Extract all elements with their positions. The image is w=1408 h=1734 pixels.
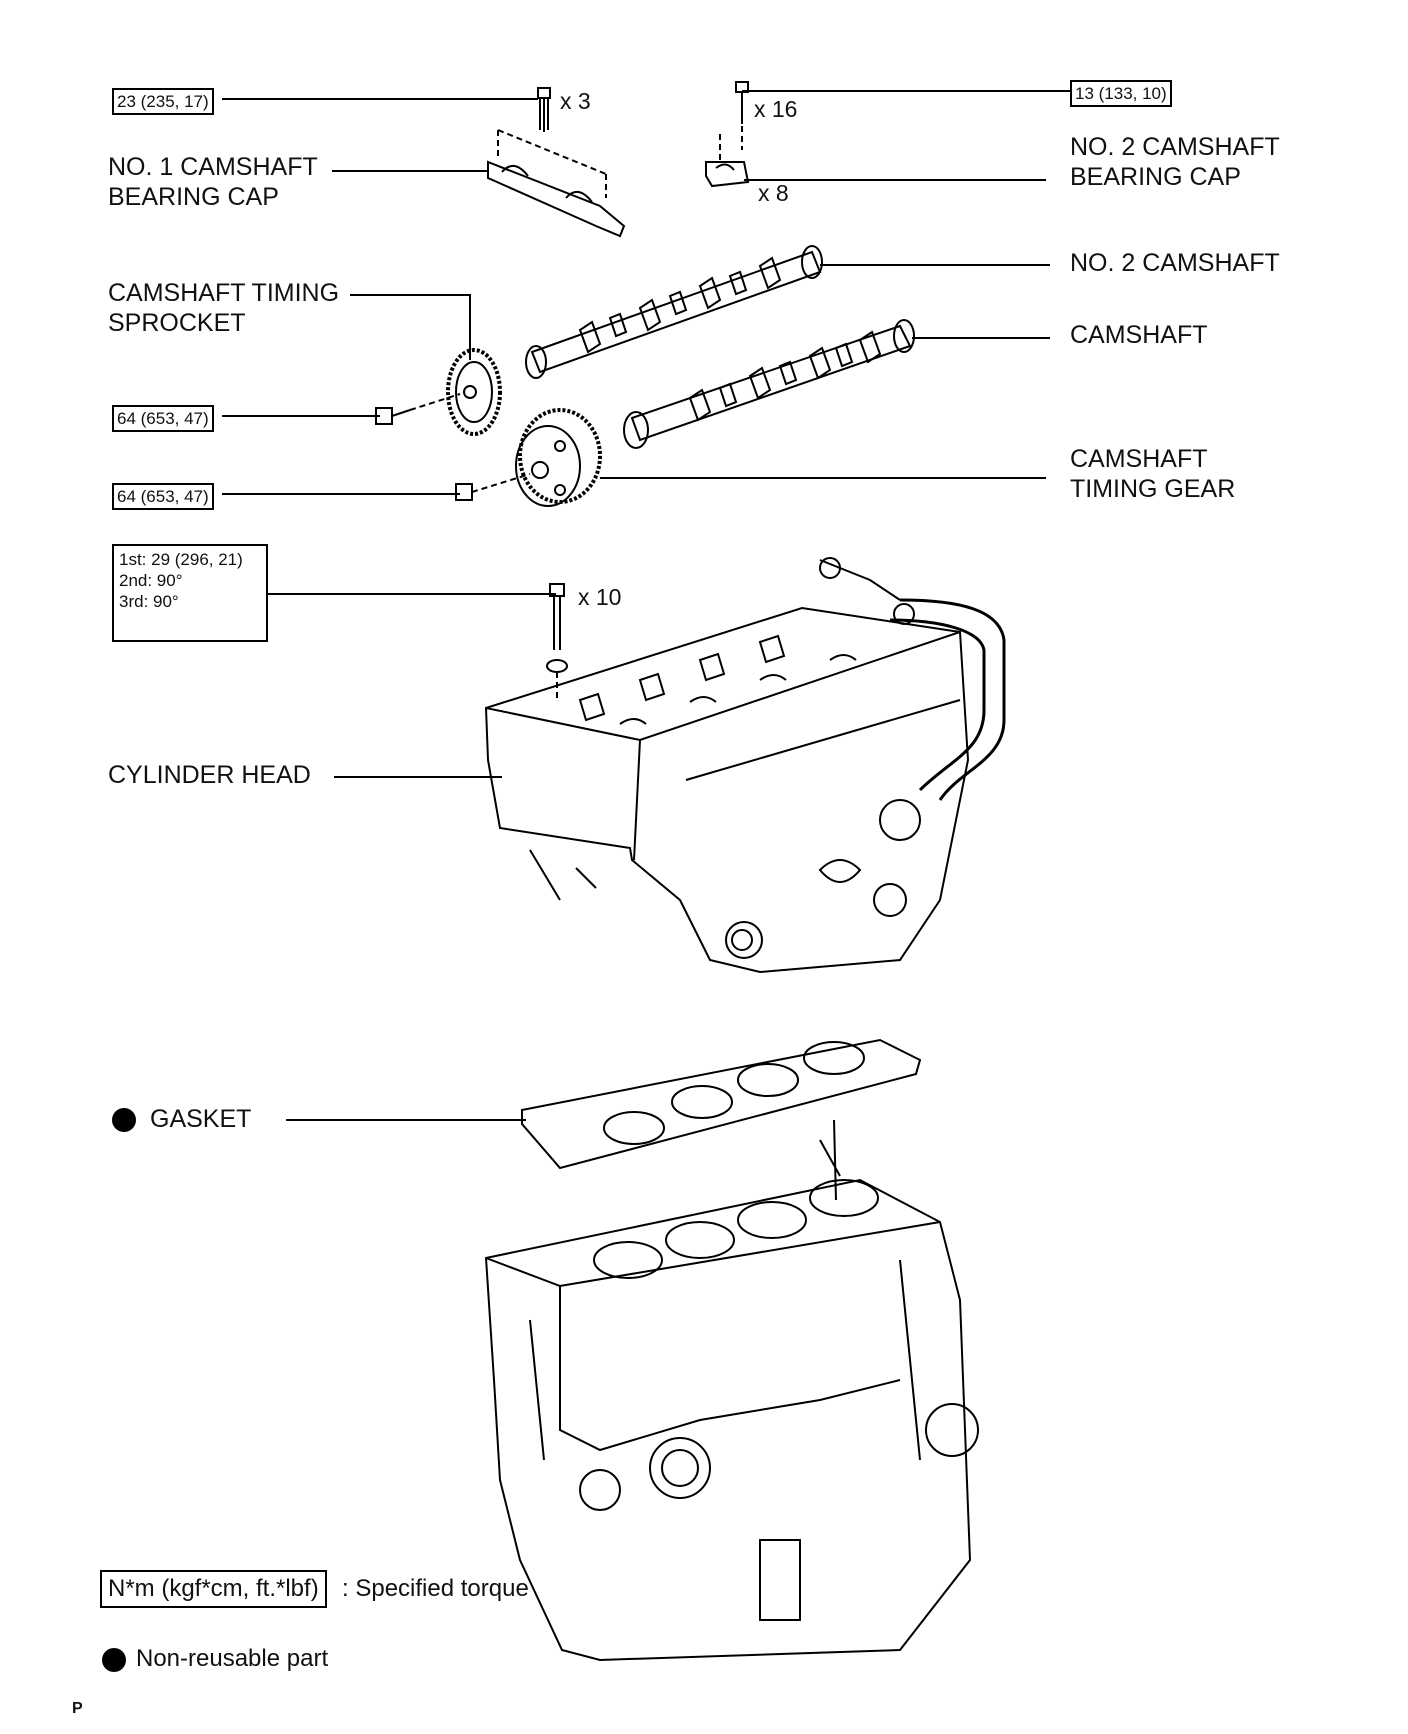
gasket-drawing	[521, 1038, 922, 1170]
head-bolt-drawing	[546, 583, 568, 700]
torque-step-2: 2nd: 90°	[119, 571, 183, 590]
label-no2-camshaft: NO. 2 CAMSHAFT	[1070, 249, 1280, 277]
cylinder-head-drawing	[484, 557, 1006, 974]
legend-torque-text: : Specified torque	[342, 1575, 529, 1602]
no2-bearing-cap-drawing	[705, 81, 750, 188]
label-gasket: GASKET	[150, 1105, 252, 1133]
torque-spec-timing-gear-bolt: 64 (653, 47)	[112, 483, 214, 510]
label-no2-bearing-cap: NO. 2 CAMSHAFT BEARING CAP	[1070, 133, 1280, 191]
no1-bearing-cap-drawing	[487, 87, 626, 238]
page-footer-code: P	[72, 1700, 83, 1717]
label-no1-bearing-cap: NO. 1 CAMSHAFT BEARING CAP	[108, 153, 318, 211]
timing-gear-drawing	[455, 408, 602, 507]
label-timing-sprocket: CAMSHAFT TIMING SPROCKET	[108, 279, 340, 337]
legend-nonreusable-dot	[102, 1648, 126, 1672]
legend-nonreusable-text: Non-reusable part	[136, 1645, 329, 1672]
qty-cap2-bolts: x 16	[754, 96, 798, 122]
label-cylinder-head: CYLINDER HEAD	[108, 761, 311, 789]
torque-steps-head-bolt: 1st: 29 (296, 21) 2nd: 90° 3rd: 90°	[112, 544, 268, 642]
cylinder-block-drawing	[484, 1119, 979, 1662]
label-camshaft: CAMSHAFT	[1070, 321, 1208, 349]
qty-cap1-bolts: x 3	[560, 88, 591, 114]
leader-lines	[222, 90, 1070, 1121]
no2-camshaft-drawing	[525, 245, 823, 379]
torque-step-1: 1st: 29 (296, 21)	[119, 550, 243, 569]
legend-torque-box: N*m (kgf*cm, ft.*lbf)	[100, 1570, 327, 1608]
torque-step-3: 3rd: 90°	[119, 592, 179, 611]
timing-sprocket-drawing	[375, 348, 502, 436]
camshaft-drawing	[623, 319, 915, 449]
torque-spec-sprocket-bolt: 64 (653, 47)	[112, 405, 214, 432]
qty-head-bolts: x 10	[578, 584, 622, 610]
qty-cap2-caps: x 8	[758, 180, 789, 206]
nonreusable-dot-gasket	[112, 1108, 136, 1132]
label-timing-gear: CAMSHAFT TIMING GEAR	[1070, 445, 1236, 503]
torque-spec-no2-cap: 13 (133, 10)	[1070, 80, 1172, 107]
torque-spec-no1-cap: 23 (235, 17)	[112, 88, 214, 115]
